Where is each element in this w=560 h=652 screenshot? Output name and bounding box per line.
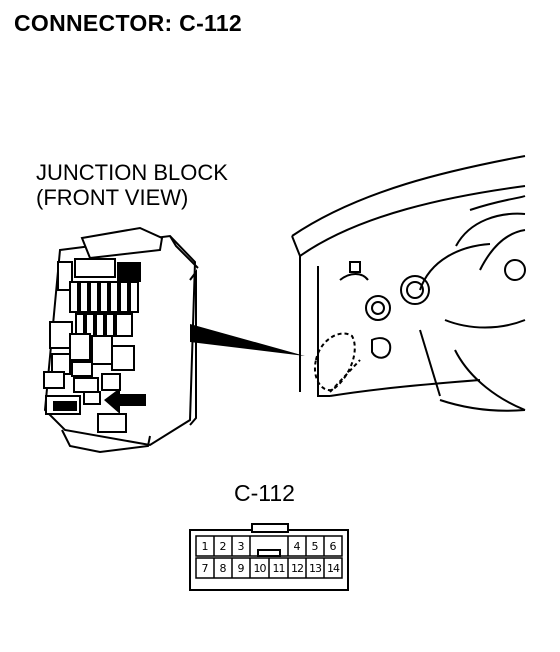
pin-label: 9 bbox=[237, 562, 245, 575]
junction-block-drawing bbox=[43, 226, 199, 454]
pin-label: 3 bbox=[237, 540, 245, 553]
page-title: CONNECTOR: C-112 bbox=[14, 10, 243, 36]
pin-label: 6 bbox=[329, 540, 337, 553]
junction-block-label-line2: (FRONT VIEW) bbox=[36, 185, 189, 210]
junction-block-label-line1: JUNCTION BLOCK bbox=[36, 160, 228, 185]
pin-label: 5 bbox=[311, 540, 319, 553]
pin-label: 4 bbox=[293, 540, 301, 553]
connector-pin-dividers bbox=[213, 536, 325, 578]
pin-label: 11 bbox=[272, 562, 286, 575]
dashboard-drawing bbox=[291, 155, 526, 412]
connector-label: C-112 bbox=[234, 480, 295, 506]
pin-label: 13 bbox=[309, 562, 322, 575]
pointer-arrow bbox=[104, 388, 146, 414]
pin-label: 7 bbox=[201, 562, 209, 575]
pin-label: 12 bbox=[291, 562, 304, 575]
pin-label: 8 bbox=[219, 562, 227, 575]
leader-wedge bbox=[190, 324, 305, 356]
connector-outline bbox=[189, 523, 349, 591]
junction-block-label: JUNCTION BLOCK (FRONT VIEW) bbox=[36, 160, 228, 210]
pin-label: 1 bbox=[201, 540, 209, 553]
pin-label: 10 bbox=[253, 562, 267, 575]
pin-label: 2 bbox=[219, 540, 227, 553]
pin-label: 14 bbox=[327, 562, 340, 575]
